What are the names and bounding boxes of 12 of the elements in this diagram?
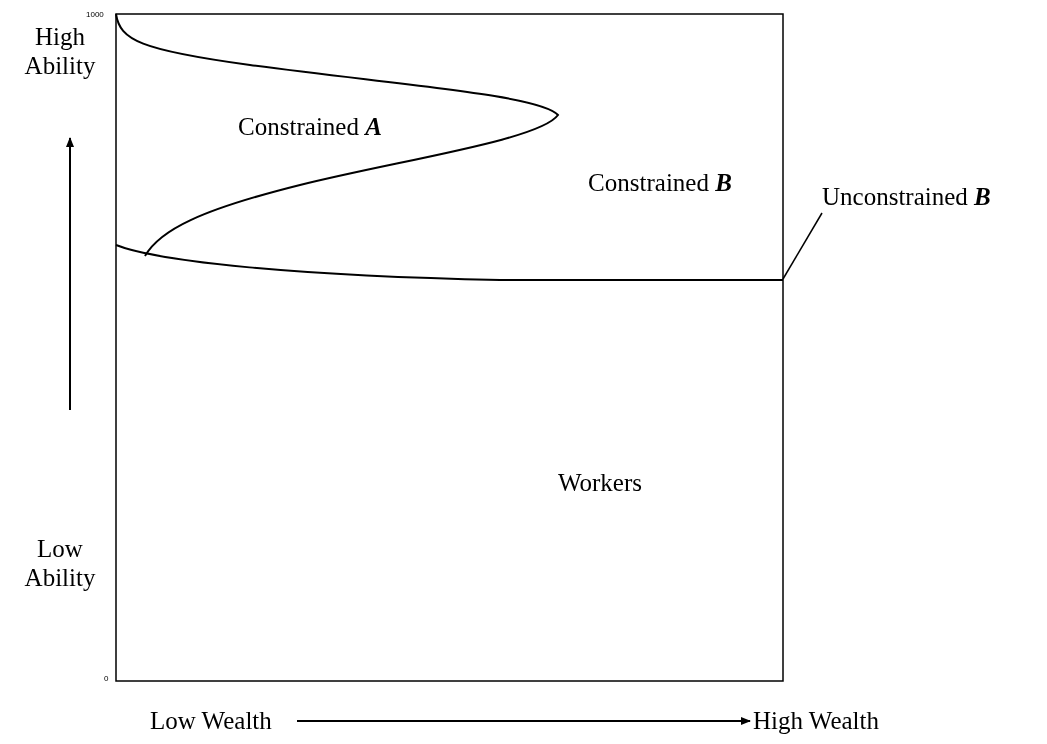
axis-label: High Wealth	[753, 706, 879, 735]
region-label: Constrained A	[237, 112, 383, 141]
region-label: Constrained B	[587, 168, 733, 197]
axis-label: Low Wealth	[150, 706, 272, 735]
tick-label: 0	[104, 674, 109, 684]
boundary-curve	[115, 244, 784, 281]
axis-label: Low Ability	[23, 534, 97, 592]
axis-label: High Ability	[23, 22, 97, 80]
region-label: Workers	[556, 468, 644, 497]
callout-label: Unconstrained B	[822, 182, 991, 211]
tick-label: 1000	[86, 10, 104, 20]
leader-line	[782, 212, 823, 280]
